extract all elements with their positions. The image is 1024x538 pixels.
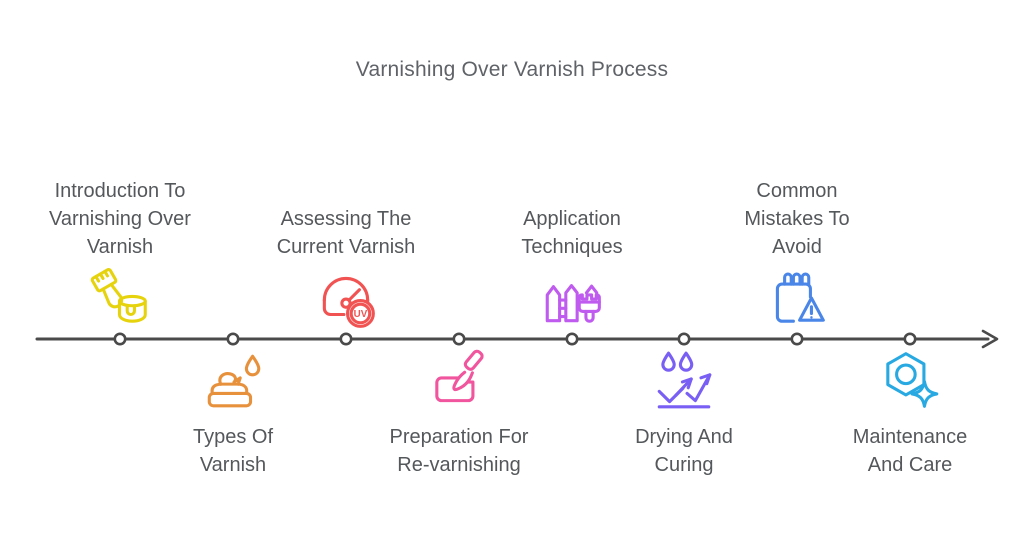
step-label: Assessing The Current Varnish	[276, 208, 416, 258]
fence-brush-icon	[539, 265, 605, 331]
step-label: Preparation For Re-varnishing	[389, 426, 529, 476]
paint-tray-brush-icon	[426, 347, 492, 413]
step-common-mistakes: Common Mistakes To Avoid	[701, 159, 893, 331]
step-application: Application Techniques	[476, 159, 668, 331]
notepad-warning-icon	[764, 265, 830, 331]
page-title: Varnishing Over Varnish Process	[355, 58, 669, 81]
timeline-dot	[452, 332, 466, 346]
uv-gauge-icon: UV	[313, 265, 379, 331]
timeline-arrowhead-icon	[981, 329, 999, 349]
timeline-dot	[565, 332, 579, 346]
timeline-dot	[903, 332, 917, 346]
step-label: Application Techniques	[521, 208, 623, 258]
step-maintenance: Maintenance And Care	[814, 347, 1006, 479]
step-label: Introduction To Varnishing Over Varnish	[49, 180, 191, 258]
svg-text:UV: UV	[354, 309, 368, 320]
timeline-dot	[339, 332, 353, 346]
step-label: Common Mistakes To Avoid	[744, 180, 850, 258]
varnish-paste-droplet-icon	[200, 347, 266, 413]
hexagon-sparkle-icon	[877, 347, 943, 413]
timeline-dot	[677, 332, 691, 346]
step-assessing-varnish: Assessing The Current Varnish UV	[250, 159, 442, 331]
step-drying-curing: Drying And Curing	[588, 347, 780, 479]
timeline-axis	[0, 327, 1024, 351]
timeline-dot	[226, 332, 240, 346]
timeline-dot	[113, 332, 127, 346]
step-introduction: Introduction To Varnishing Over Varnish	[24, 159, 216, 331]
paintbrush-can-icon	[87, 265, 153, 331]
step-label: Drying And Curing	[635, 426, 733, 476]
drops-rising-arrows-icon	[651, 347, 717, 413]
timeline-dot	[790, 332, 804, 346]
step-label: Maintenance And Care	[852, 426, 968, 476]
step-types-of-varnish: Types Of Varnish	[137, 347, 329, 479]
step-label: Types Of Varnish	[192, 426, 274, 476]
step-preparation: Preparation For Re-varnishing	[363, 347, 555, 479]
